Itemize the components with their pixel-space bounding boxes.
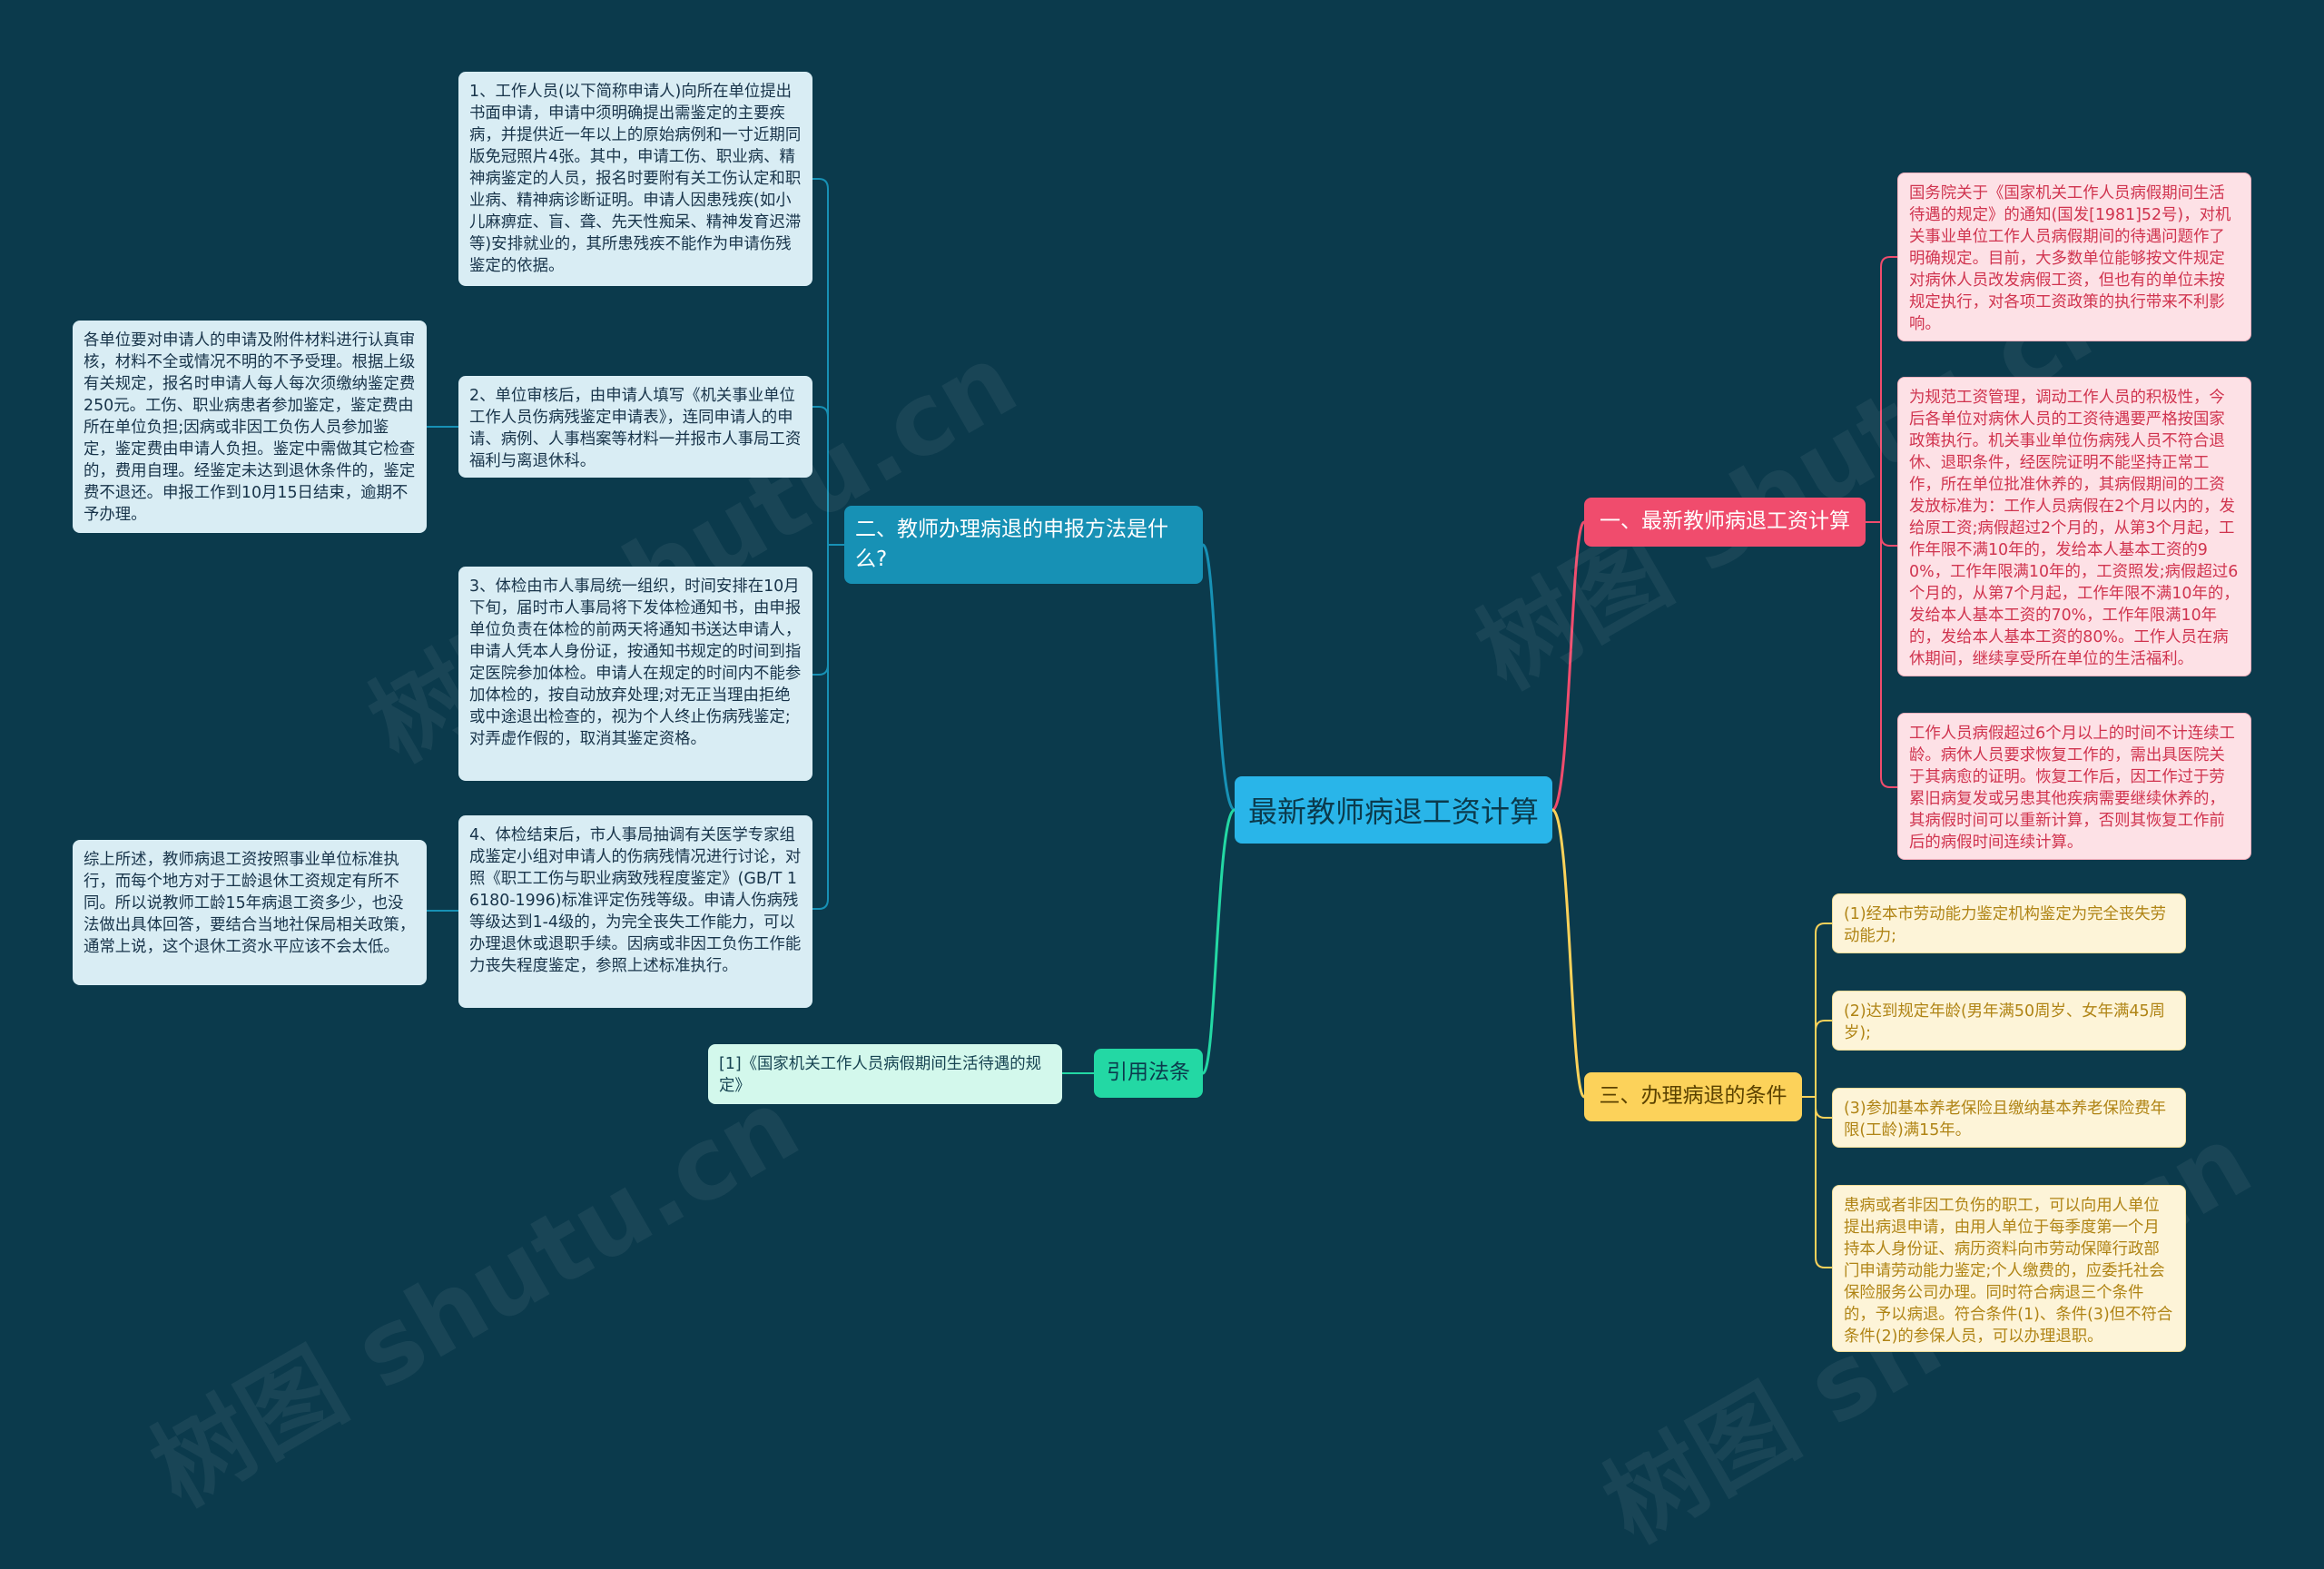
leaf-step-4[interactable]: 4、体检结束后，市人事局抽调有关医学专家组成鉴定小组对申请人的伤病残情况进行讨论…	[458, 815, 812, 1008]
root-node[interactable]: 最新教师病退工资计算	[1235, 776, 1552, 844]
leaf-step-1[interactable]: 1、工作人员(以下简称申请人)向所在单位提出书面申请，申请中须明确提出需鉴定的主…	[458, 72, 812, 286]
leaf-sick-leave-pay-standard[interactable]: 为规范工资管理，调动工作人员的积极性，今后各单位对病休人员的工资待遇要严格按国家…	[1897, 377, 2251, 676]
link-root-b4	[1201, 808, 1236, 1075]
leaf-continuous-service[interactable]: 工作人员病假超过6个月以上的时间不计连续工龄。病休人员要求恢复工作的，需出具医院…	[1897, 713, 2251, 860]
leaf-condition-1[interactable]: (1)经本市劳动能力鉴定机构鉴定为完全丧失劳动能力;	[1832, 893, 2186, 953]
branch-cited-law[interactable]: 引用法条	[1094, 1049, 1203, 1098]
link-root-b3	[1551, 808, 1586, 1099]
leaf-review-fee[interactable]: 各单位要对申请人的申请及附件材料进行认真审核，材料不全或情况不明的不予受理。根据…	[73, 321, 427, 533]
watermark: 树图 shutu.cn	[133, 1066, 818, 1529]
leaf-application-process[interactable]: 患病或者非因工负伤的职工，可以向用人单位提出病退申请，由用人单位于每季度第一个月…	[1832, 1185, 2186, 1352]
branch-salary-calculation[interactable]: 一、最新教师病退工资计算	[1584, 498, 1866, 547]
branch-application-method[interactable]: 二、教师办理病退的申报方法是什么?	[844, 506, 1203, 584]
link-b3-leaves	[1802, 923, 1832, 1268]
leaf-step-3[interactable]: 3、体检由市人事局统一组织，时间安排在10月下旬，届时市人事局将下发体检通知书，…	[458, 567, 812, 781]
leaf-step-2[interactable]: 2、单位审核后，由申请人填写《机关事业单位工作人员伤病残鉴定申请表》，连同申请人…	[458, 376, 812, 478]
leaf-cited-regulation[interactable]: [1]《国家机关工作人员病假期间生活待遇的规定》	[708, 1044, 1062, 1104]
link-root-b2	[1201, 543, 1236, 812]
leaf-condition-2[interactable]: (2)达到规定年龄(男年满50周岁、女年满45周岁);	[1832, 991, 2186, 1051]
leaf-summary[interactable]: 综上所述，教师病退工资按照事业单位标准执行，而每个地方对于工龄退休工资规定有所不…	[73, 840, 427, 985]
branch-retirement-conditions[interactable]: 三、办理病退的条件	[1584, 1072, 1802, 1121]
leaf-condition-3[interactable]: (3)参加基本养老保险且缴纳基本养老保险费年限(工龄)满15年。	[1832, 1088, 2186, 1148]
leaf-state-council-notice[interactable]: 国务院关于《国家机关工作人员病假期间生活待遇的规定》的通知(国发[1981]52…	[1897, 173, 2251, 341]
